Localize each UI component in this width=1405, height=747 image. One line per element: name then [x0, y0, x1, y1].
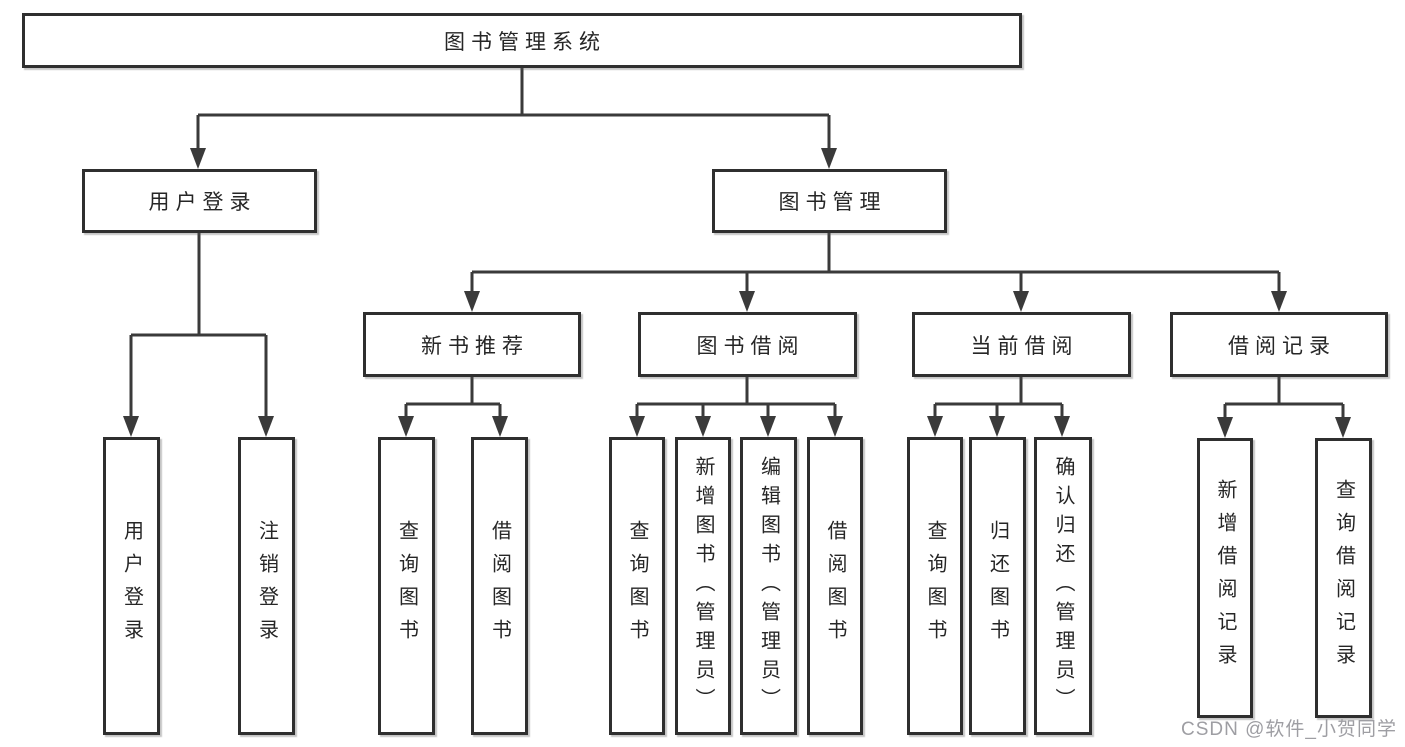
node-book-management: 图书管理 — [712, 169, 947, 233]
node-label: 确认归还（管理员） — [1052, 455, 1074, 717]
leaf-logout: 注销登录 — [238, 437, 295, 735]
node-label: 借阅图书 — [824, 520, 846, 652]
leaf-borrow-books-recommend: 借阅图书 — [471, 437, 528, 735]
leaf-query-books-borrow: 查询图书 — [609, 437, 665, 735]
node-library-management-system: 图书管理系统 — [22, 13, 1022, 68]
node-label: 当前借阅 — [970, 334, 1079, 358]
leaf-add-borrow-record: 新增借阅记录 — [1197, 438, 1253, 718]
leaf-add-books-admin: 新增图书（管理员） — [675, 437, 731, 735]
node-new-book-recommend: 新书推荐 — [363, 312, 581, 377]
node-label: 新增图书（管理员） — [692, 455, 714, 717]
node-label: 查询图书 — [395, 520, 418, 652]
node-borrow-records: 借阅记录 — [1170, 312, 1388, 377]
watermark-csdn: CSDN @软件_小贺同学 — [1181, 719, 1397, 740]
leaf-query-books-current: 查询图书 — [907, 437, 963, 735]
leaf-query-books-recommend: 查询图书 — [378, 437, 435, 735]
node-label: 查询图书 — [626, 520, 648, 652]
node-book-borrow: 图书借阅 — [638, 312, 857, 377]
node-current-borrow: 当前借阅 — [912, 312, 1131, 377]
arrowheads — [123, 148, 1351, 438]
node-label: 借阅记录 — [1228, 334, 1336, 358]
node-label: 借阅图书 — [488, 520, 511, 652]
leaf-return-books: 归还图书 — [969, 437, 1026, 735]
node-label: 新书推荐 — [421, 334, 529, 358]
node-label: 图书管理 — [778, 191, 887, 214]
leaf-edit-books-admin: 编辑图书（管理员） — [740, 437, 797, 735]
leaf-borrow-books: 借阅图书 — [807, 437, 863, 735]
node-label: 图书管理系统 — [444, 30, 606, 54]
node-label: 编辑图书（管理员） — [757, 455, 780, 717]
node-label: 注销登录 — [255, 520, 278, 652]
leaf-confirm-return-admin: 确认归还（管理员） — [1034, 437, 1092, 735]
node-label: 查询借阅记录 — [1332, 479, 1355, 677]
node-label: 归还图书 — [986, 520, 1009, 652]
node-label: 用户登录 — [148, 191, 257, 214]
leaf-user-login: 用户登录 — [103, 437, 160, 735]
node-label: 图书借阅 — [696, 334, 805, 358]
node-user-login: 用户登录 — [82, 169, 317, 233]
node-label: 查询图书 — [924, 520, 946, 652]
node-label: 用户登录 — [120, 520, 143, 652]
node-label: 新增借阅记录 — [1214, 479, 1236, 677]
leaf-query-borrow-record: 查询借阅记录 — [1315, 438, 1372, 718]
